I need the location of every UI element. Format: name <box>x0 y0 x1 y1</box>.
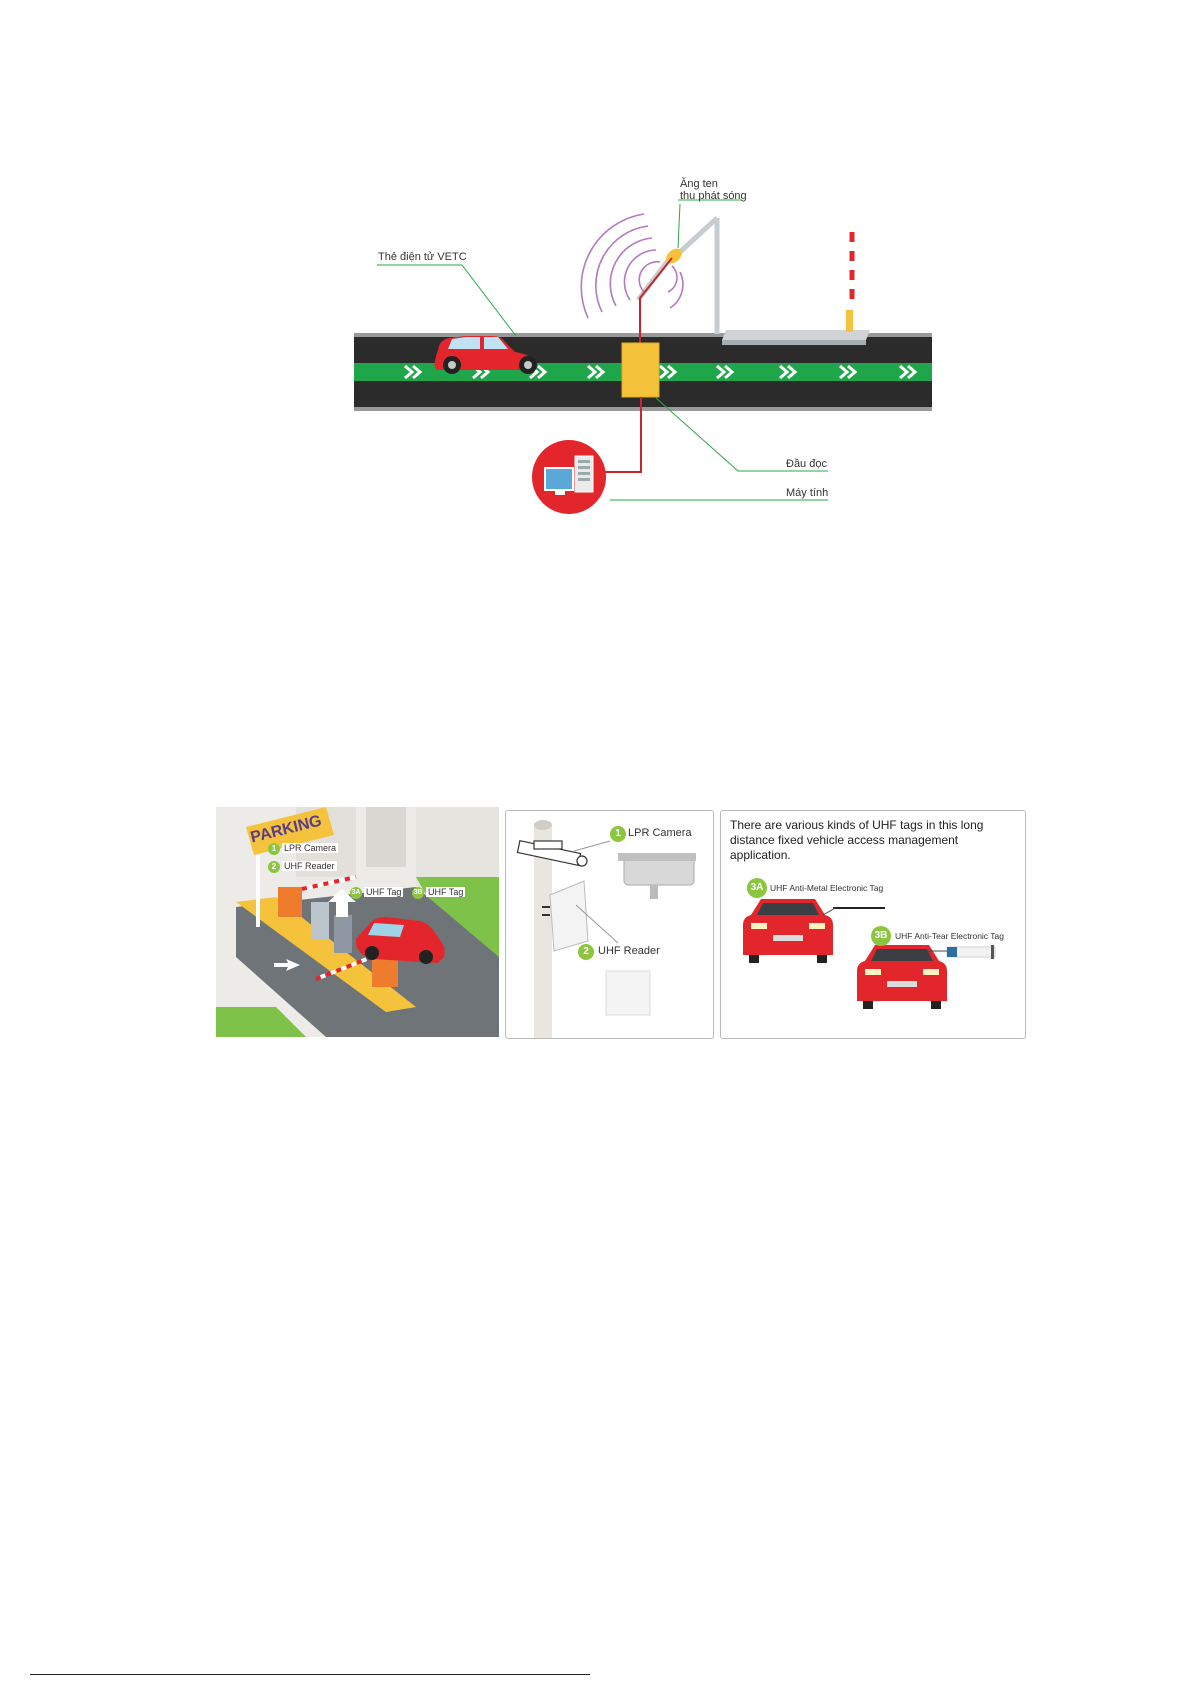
computer-cable <box>600 397 642 473</box>
car-b-icon <box>857 945 947 1009</box>
lpr-camera-product-icon <box>618 853 696 899</box>
antenna-label-line1: Ăng ten <box>680 178 718 190</box>
device-panel: 1 LPR Camera 2 UHF Reader <box>505 810 714 1039</box>
tags-panel: There are various kinds of UHF tags in t… <box>720 810 1026 1039</box>
footnote-separator <box>30 1674 590 1675</box>
parking-badge-2: 2 <box>268 861 280 873</box>
radio-waves <box>580 213 684 319</box>
antenna-label-line2: thu phát sóng <box>680 190 747 202</box>
device-scene <box>516 820 696 1038</box>
barrier-gate <box>846 230 855 332</box>
device-badge-2: 2 <box>578 944 594 960</box>
tags-label-anti-metal: UHF Anti-Metal Electronic Tag <box>770 883 884 893</box>
parking-label-uhf-tag-a: UHF Tag <box>364 887 404 897</box>
antenna-cable <box>639 257 673 345</box>
computer-icon <box>532 440 606 514</box>
reader-box <box>621 342 660 398</box>
uhf-reader-product-icon <box>605 970 651 1016</box>
device-label-lpr-camera: LPR Camera <box>628 827 692 839</box>
reader-on-pole-icon <box>549 880 589 952</box>
parking-badge-3a: 3A <box>350 887 362 899</box>
car-icon <box>434 336 537 374</box>
toll-platform <box>722 330 870 345</box>
tags-badge-3b: 3B <box>871 926 891 946</box>
tags-label-anti-tear: UHF Anti-Tear Electronic Tag <box>895 931 1004 941</box>
device-label-uhf-reader: UHF Reader <box>598 945 660 957</box>
parking-label-lpr-camera: LPR Camera <box>282 843 339 853</box>
parking-illustration-panel: PARKING 1 LPR Camera 2 UHF Reader 3A UHF… <box>216 807 499 1037</box>
parking-label-uhf-tag-b: UHF Tag <box>426 887 466 897</box>
car-a-icon <box>743 899 833 963</box>
antenna-label: Ăng ten thu phát sóng <box>680 178 747 202</box>
tags-badge-3a: 3A <box>747 878 767 898</box>
parking-label-uhf-reader: UHF Reader <box>282 861 337 871</box>
anti-metal-tag-icon <box>833 907 885 909</box>
leader-lines <box>377 199 828 501</box>
device-badge-1: 1 <box>610 826 626 842</box>
anti-tear-tag-icon <box>946 945 996 959</box>
tags-description: There are various kinds of UHF tags in t… <box>730 818 984 862</box>
parking-scene <box>216 807 499 1037</box>
parking-badge-3b: 3B <box>412 887 424 899</box>
lane-chevrons <box>404 364 918 380</box>
vetc-toll-diagram <box>354 199 932 514</box>
vetc-tag-label: Thẻ điện tử VETC <box>378 251 467 263</box>
parking-badge-1: 1 <box>268 843 280 855</box>
camera-icon <box>516 839 588 867</box>
computer-label: Máy tính <box>786 487 829 499</box>
reader-label: Đầu đọc <box>786 458 827 470</box>
tags-scene <box>743 899 996 1009</box>
